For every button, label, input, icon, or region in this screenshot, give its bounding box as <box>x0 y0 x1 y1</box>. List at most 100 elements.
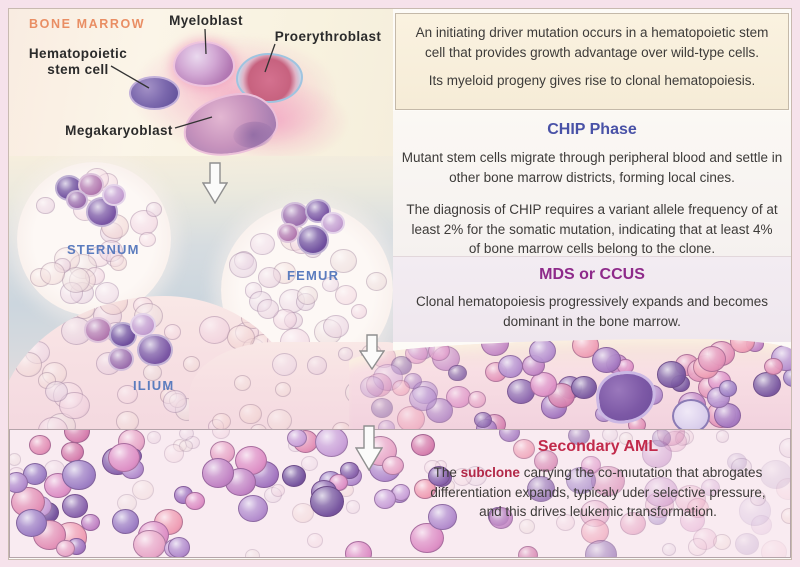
cell <box>202 458 235 488</box>
cell <box>581 456 601 475</box>
cell <box>189 354 202 372</box>
cell <box>116 384 139 405</box>
cell <box>228 252 258 279</box>
cell <box>512 438 535 459</box>
cell <box>10 471 29 493</box>
cell <box>133 302 163 330</box>
cell <box>392 380 411 397</box>
cell <box>701 478 720 496</box>
cell <box>657 361 686 388</box>
chip-paragraph-2: The diagnosis of CHIP requires a variant… <box>406 202 778 256</box>
cell <box>373 488 396 509</box>
cell <box>377 420 396 429</box>
cell <box>519 519 536 534</box>
cell <box>167 537 190 557</box>
cell <box>322 314 349 339</box>
cell <box>340 462 359 479</box>
down-arrow-icon-2 <box>359 334 385 370</box>
cell <box>290 232 314 254</box>
cell <box>62 494 89 519</box>
cell <box>488 506 514 530</box>
cell <box>107 442 141 473</box>
cell <box>571 376 597 400</box>
bone-marrow-header: BONE MARROW <box>29 17 146 31</box>
myeloblast-cell <box>173 41 235 87</box>
cell <box>517 546 538 557</box>
cell <box>528 339 557 364</box>
cell <box>697 346 727 372</box>
cell <box>80 514 100 532</box>
cell <box>245 549 261 557</box>
cell <box>763 358 783 376</box>
cell <box>307 532 324 548</box>
secondary-aml-text-block: Secondary AML The subclone carrying the … <box>410 438 786 522</box>
cell <box>98 296 129 315</box>
cell <box>270 484 285 497</box>
cell <box>101 213 129 239</box>
hematopoietic-stem-cell-label: Hematopoietic stem cell <box>17 46 139 78</box>
cell <box>568 430 590 446</box>
cell <box>10 453 22 466</box>
cell <box>179 430 194 441</box>
cell <box>132 529 166 557</box>
intro-text-panel: An initiating driver mutation occurs in … <box>395 13 789 110</box>
cell <box>131 479 154 500</box>
figure-content: BONE MARROW Myeloblast Proerythroblast H… <box>8 8 792 560</box>
cell <box>28 434 51 455</box>
cell <box>116 411 139 429</box>
sternum-inset-circle <box>17 162 171 316</box>
cell <box>350 303 368 320</box>
cell <box>199 316 231 345</box>
cell <box>185 492 205 511</box>
cell <box>60 316 93 346</box>
cell <box>321 277 339 293</box>
hsc-label-line1: Hematopoietic <box>28 46 128 61</box>
cell <box>533 449 559 473</box>
cell <box>111 509 139 535</box>
cell <box>359 375 384 398</box>
cell <box>620 511 646 535</box>
cell <box>448 364 467 382</box>
cell <box>179 439 193 452</box>
cell <box>661 542 676 556</box>
cell <box>64 430 90 444</box>
cell <box>498 430 520 442</box>
cell <box>258 267 282 288</box>
sternum-label: STERNUM <box>67 242 140 257</box>
hsc-label-line2: stem cell <box>47 62 109 77</box>
cell <box>411 434 436 457</box>
down-arrow-icon-3 <box>355 425 383 471</box>
cell <box>162 390 188 413</box>
cell <box>40 262 66 285</box>
proerythroblast-label: Proerythroblast <box>274 29 382 44</box>
cell <box>266 408 293 429</box>
cell <box>687 497 710 518</box>
cell <box>145 202 162 217</box>
myeloblast-label: Myeloblast <box>169 13 243 28</box>
cell <box>85 168 109 190</box>
cell <box>581 519 609 545</box>
cell <box>95 351 121 375</box>
mds-cell-band <box>349 339 791 429</box>
cell <box>555 513 575 532</box>
intro-paragraph-1: An initiating driver mutation occurs in … <box>415 25 769 60</box>
cell <box>292 503 314 523</box>
cell <box>427 465 451 486</box>
cell <box>239 404 262 425</box>
cell <box>760 459 790 489</box>
megakaryoblast-label: Megakaryoblast <box>65 123 173 138</box>
cell <box>310 486 345 518</box>
secondary-aml-panel: Secondary AML The subclone carrying the … <box>9 429 791 558</box>
cell <box>529 372 557 397</box>
cell <box>428 504 457 530</box>
cell <box>14 352 42 377</box>
cell <box>139 231 157 248</box>
cell <box>644 477 678 508</box>
cell <box>282 465 307 488</box>
cell <box>718 379 738 397</box>
intro-paragraph-2: Its myeloid progeny gives rise to clonal… <box>428 73 756 88</box>
cell <box>104 321 128 343</box>
cell <box>163 323 181 340</box>
chip-phase-section: CHIP Phase Mutant stem cells migrate thr… <box>393 111 791 256</box>
